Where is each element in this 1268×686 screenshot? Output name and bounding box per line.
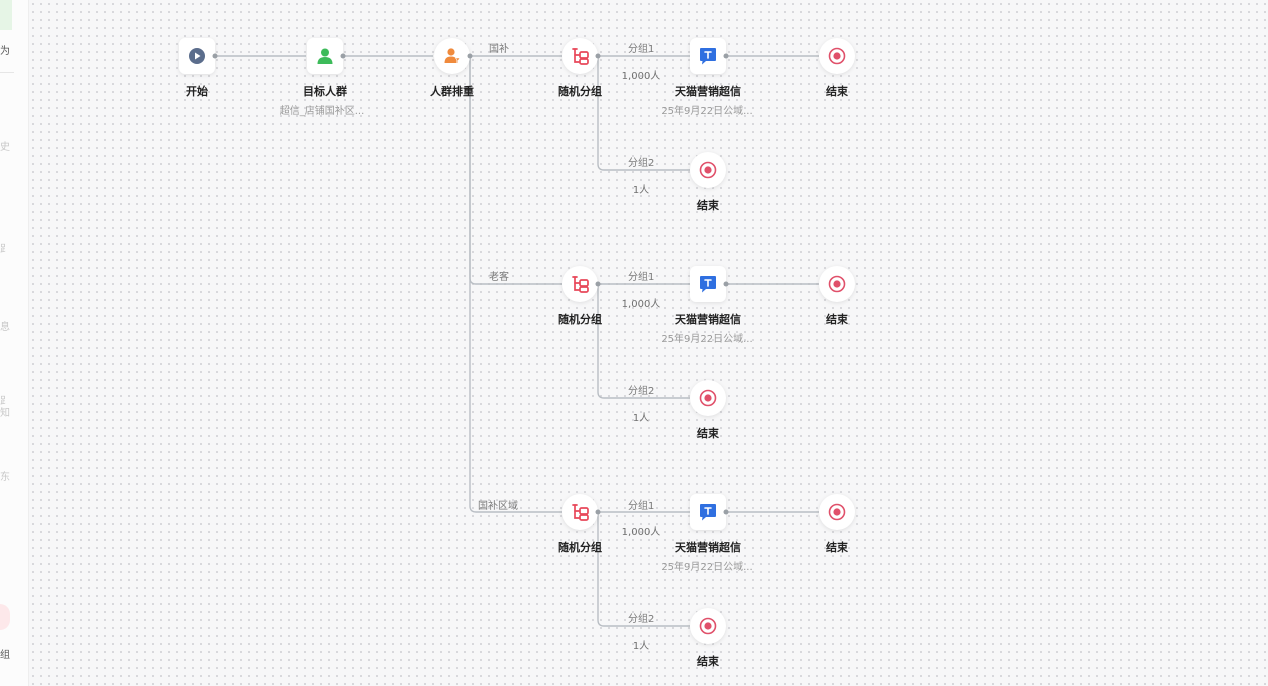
branch-edge-label: 国补 — [489, 44, 509, 55]
end-node[interactable] — [690, 152, 726, 188]
sidebar-text-fragment[interactable]: 组 — [0, 650, 10, 661]
stop-circle-icon — [828, 503, 846, 521]
start-node-label: 开始 — [186, 85, 208, 98]
group2-count: 1人 — [632, 185, 650, 196]
audience-node-subtitle: 超信_店铺国补区... — [279, 106, 365, 117]
edge-sorter-branch3 — [469, 56, 562, 513]
stop-circle-icon — [828, 275, 846, 293]
dedupe-output-port[interactable] — [467, 53, 473, 59]
message-node-subtitle: 25年9月22日公域... — [661, 334, 753, 345]
play-circle-icon — [189, 48, 205, 64]
message-node-label: 天猫营销超信 — [675, 541, 741, 554]
random-split-node[interactable] — [562, 494, 598, 530]
sidebar-text-fragment[interactable]: 息 — [0, 322, 10, 333]
left-sidebar: 为 史 ⻊ 息 ⻊ 知 东 组 — [0, 0, 29, 686]
message-node-subtitle: 25年9月22日公域... — [661, 562, 753, 573]
random-split-node[interactable] — [562, 266, 598, 302]
group2-count: 1人 — [632, 641, 650, 652]
end-node[interactable] — [819, 38, 855, 74]
group1-edge-label: 分组1 — [628, 272, 655, 283]
random-split-label: 随机分组 — [558, 541, 602, 554]
message-node-label: 天猫营销超信 — [675, 85, 741, 98]
message-node-label: 天猫营销超信 — [675, 313, 741, 326]
end-node[interactable] — [819, 494, 855, 530]
message-node-subtitle: 25年9月22日公域... — [661, 106, 753, 117]
end-node[interactable] — [690, 608, 726, 644]
group1-edge-label: 分组1 — [628, 44, 655, 55]
message-node[interactable] — [690, 266, 726, 302]
sidebar-text-fragment[interactable]: 东 — [0, 472, 10, 483]
group1-edge-label: 分组1 — [628, 501, 655, 512]
end-node-label: 结束 — [826, 541, 848, 554]
group2-edge-label: 分组2 — [628, 386, 655, 397]
random-split-label: 随机分组 — [558, 313, 602, 326]
stop-circle-icon — [828, 47, 846, 65]
sidebar-text-fragment[interactable]: 史 — [0, 142, 10, 153]
random-split-label: 随机分组 — [558, 85, 602, 98]
split-branch-icon — [572, 48, 589, 65]
dedupe-node-label: 人群排重 — [430, 85, 474, 98]
audience-output-port[interactable] — [340, 53, 346, 59]
person-icon — [317, 48, 333, 64]
split-output-port[interactable] — [595, 509, 601, 515]
split-branch-icon — [572, 504, 589, 521]
message-output-port[interactable] — [723, 281, 729, 287]
end-node-label: 结束 — [826, 313, 848, 326]
start-node[interactable] — [179, 38, 215, 74]
end-node[interactable] — [819, 266, 855, 302]
audience-node-label: 目标人群 — [303, 85, 347, 98]
split-output-port[interactable] — [595, 281, 601, 287]
stop-circle-icon — [699, 389, 717, 407]
edge-b3-group2 — [597, 512, 690, 627]
group1-count: 1,000人 — [621, 299, 661, 310]
group2-count: 1人 — [632, 413, 650, 424]
flow-canvas[interactable] — [29, 0, 1268, 686]
audience-node[interactable] — [307, 38, 343, 74]
end-node-label: 结束 — [697, 199, 719, 212]
message-node[interactable] — [690, 494, 726, 530]
branch-edge-label: 老客 — [489, 272, 509, 283]
dedupe-node[interactable] — [434, 38, 470, 74]
group1-count: 1,000人 — [621, 71, 661, 82]
chat-message-icon — [700, 276, 716, 293]
edge-b1-group2 — [597, 56, 690, 171]
chat-message-icon — [700, 504, 716, 521]
edge-sorter-branch2 — [469, 56, 562, 285]
group2-edge-label: 分组2 — [628, 158, 655, 169]
stop-circle-icon — [699, 617, 717, 635]
sidebar-divider — [0, 72, 14, 73]
split-output-port[interactable] — [595, 53, 601, 59]
end-node[interactable] — [690, 380, 726, 416]
end-node-label: 结束 — [826, 85, 848, 98]
sidebar-text-fragment[interactable]: ⻊ — [0, 396, 10, 407]
message-output-port[interactable] — [723, 509, 729, 515]
sidebar-item-marker — [0, 604, 10, 630]
stop-circle-icon — [699, 161, 717, 179]
sidebar-text-fragment[interactable]: 知 — [0, 408, 10, 419]
split-branch-icon — [572, 276, 589, 293]
end-node-label: 结束 — [697, 427, 719, 440]
group2-edge-label: 分组2 — [628, 614, 655, 625]
edge-b2-group2 — [597, 284, 690, 399]
random-split-node[interactable] — [562, 38, 598, 74]
message-node[interactable] — [690, 38, 726, 74]
sidebar-active-indicator — [0, 0, 12, 30]
sidebar-text-fragment[interactable]: ⻊ — [0, 244, 10, 255]
end-node-label: 结束 — [697, 655, 719, 668]
group1-count: 1,000人 — [621, 527, 661, 538]
chat-message-icon — [700, 48, 716, 65]
branch-edge-label: 国补区域 — [478, 501, 518, 512]
sidebar-text-fragment[interactable]: 为 — [0, 46, 10, 57]
person-filter-icon — [444, 48, 461, 64]
message-output-port[interactable] — [723, 53, 729, 59]
start-output-port[interactable] — [212, 53, 218, 59]
